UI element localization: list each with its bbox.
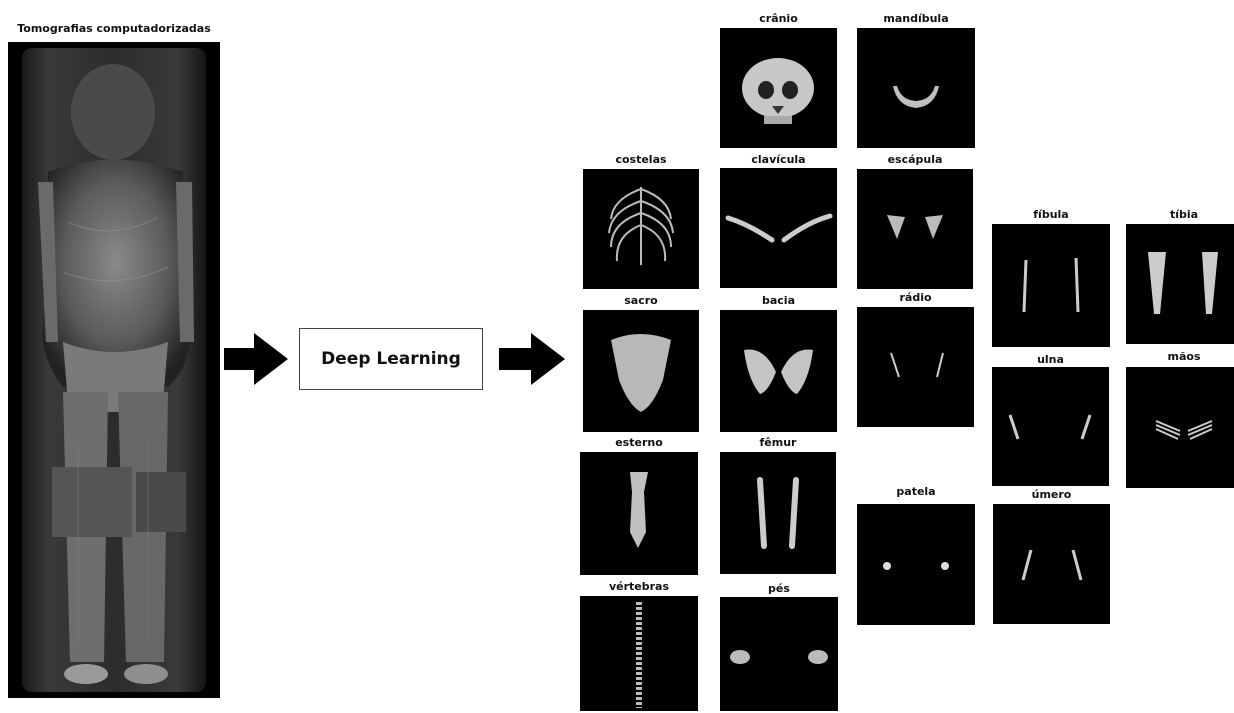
- bone-panel-escapula: escápula: [857, 153, 973, 289]
- bone-panel-sacro: sacro: [583, 294, 699, 432]
- clavicle-image: [720, 168, 837, 288]
- sternum-image: [580, 452, 698, 575]
- femur-image: [720, 452, 836, 574]
- sacrum-image: [583, 310, 699, 432]
- skull-image: [720, 28, 837, 148]
- scapula-image: [857, 169, 973, 289]
- vertebrae-image: [580, 596, 698, 711]
- deep-learning-box: Deep Learning: [299, 328, 483, 390]
- bone-label: rádio: [857, 291, 974, 304]
- patella-image: [857, 504, 975, 625]
- bone-panel-cranio: crânio: [720, 12, 837, 148]
- ct-scan-title: Tomografias computadorizadas: [8, 22, 220, 35]
- bone-panel-femur: fêmur: [720, 436, 836, 574]
- humerus-image: [993, 504, 1110, 624]
- bone-label: tíbia: [1126, 208, 1234, 221]
- pelvis-image: [720, 310, 837, 432]
- bone-label: clavícula: [720, 153, 837, 166]
- bone-label: fêmur: [720, 436, 836, 449]
- bone-label: bacia: [720, 294, 837, 307]
- hands-image: [1126, 367, 1234, 488]
- bone-label: vértebras: [580, 580, 698, 593]
- bone-panel-umero: úmero: [993, 488, 1110, 624]
- fibula-image: [992, 224, 1110, 347]
- bone-panel-pes: pés: [720, 582, 838, 711]
- bone-label: crânio: [720, 12, 837, 25]
- bone-label: costelas: [583, 153, 699, 166]
- arrow-right-icon: [499, 333, 565, 385]
- bone-label: patela: [857, 485, 975, 498]
- bone-label: escápula: [857, 153, 973, 166]
- bone-panel-radio: rádio: [857, 291, 974, 427]
- feet-image: [720, 597, 838, 711]
- bone-panel-mandibula: mandíbula: [857, 12, 975, 148]
- bone-panel-costelas: costelas: [583, 153, 699, 289]
- ribs-image: [583, 169, 699, 289]
- bone-label: ulna: [992, 353, 1109, 366]
- bone-panel-fibula: fíbula: [992, 208, 1110, 347]
- arrow-right-icon: [224, 333, 288, 385]
- bone-panel-maos: mãos: [1126, 350, 1234, 488]
- ulna-image: [992, 367, 1109, 486]
- bone-label: úmero: [993, 488, 1110, 501]
- bone-label: esterno: [580, 436, 698, 449]
- bone-panel-patela: patela: [857, 485, 975, 625]
- bone-label: mandíbula: [857, 12, 975, 25]
- bone-panel-vertebras: vértebras: [580, 580, 698, 711]
- bone-panel-esterno: esterno: [580, 436, 698, 575]
- tibia-image: [1126, 224, 1234, 344]
- bone-panel-ulna: ulna: [992, 353, 1109, 486]
- ct-scan-image: [8, 42, 220, 698]
- bone-label: pés: [720, 582, 838, 595]
- bone-panel-tibia: tíbia: [1126, 208, 1234, 344]
- bone-panel-bacia: bacia: [720, 294, 837, 432]
- mandible-image: [857, 28, 975, 148]
- bone-panel-clavicula: clavícula: [720, 153, 837, 288]
- radius-image: [857, 307, 974, 427]
- bone-label: sacro: [583, 294, 699, 307]
- bone-label: mãos: [1126, 350, 1234, 363]
- bone-label: fíbula: [992, 208, 1110, 221]
